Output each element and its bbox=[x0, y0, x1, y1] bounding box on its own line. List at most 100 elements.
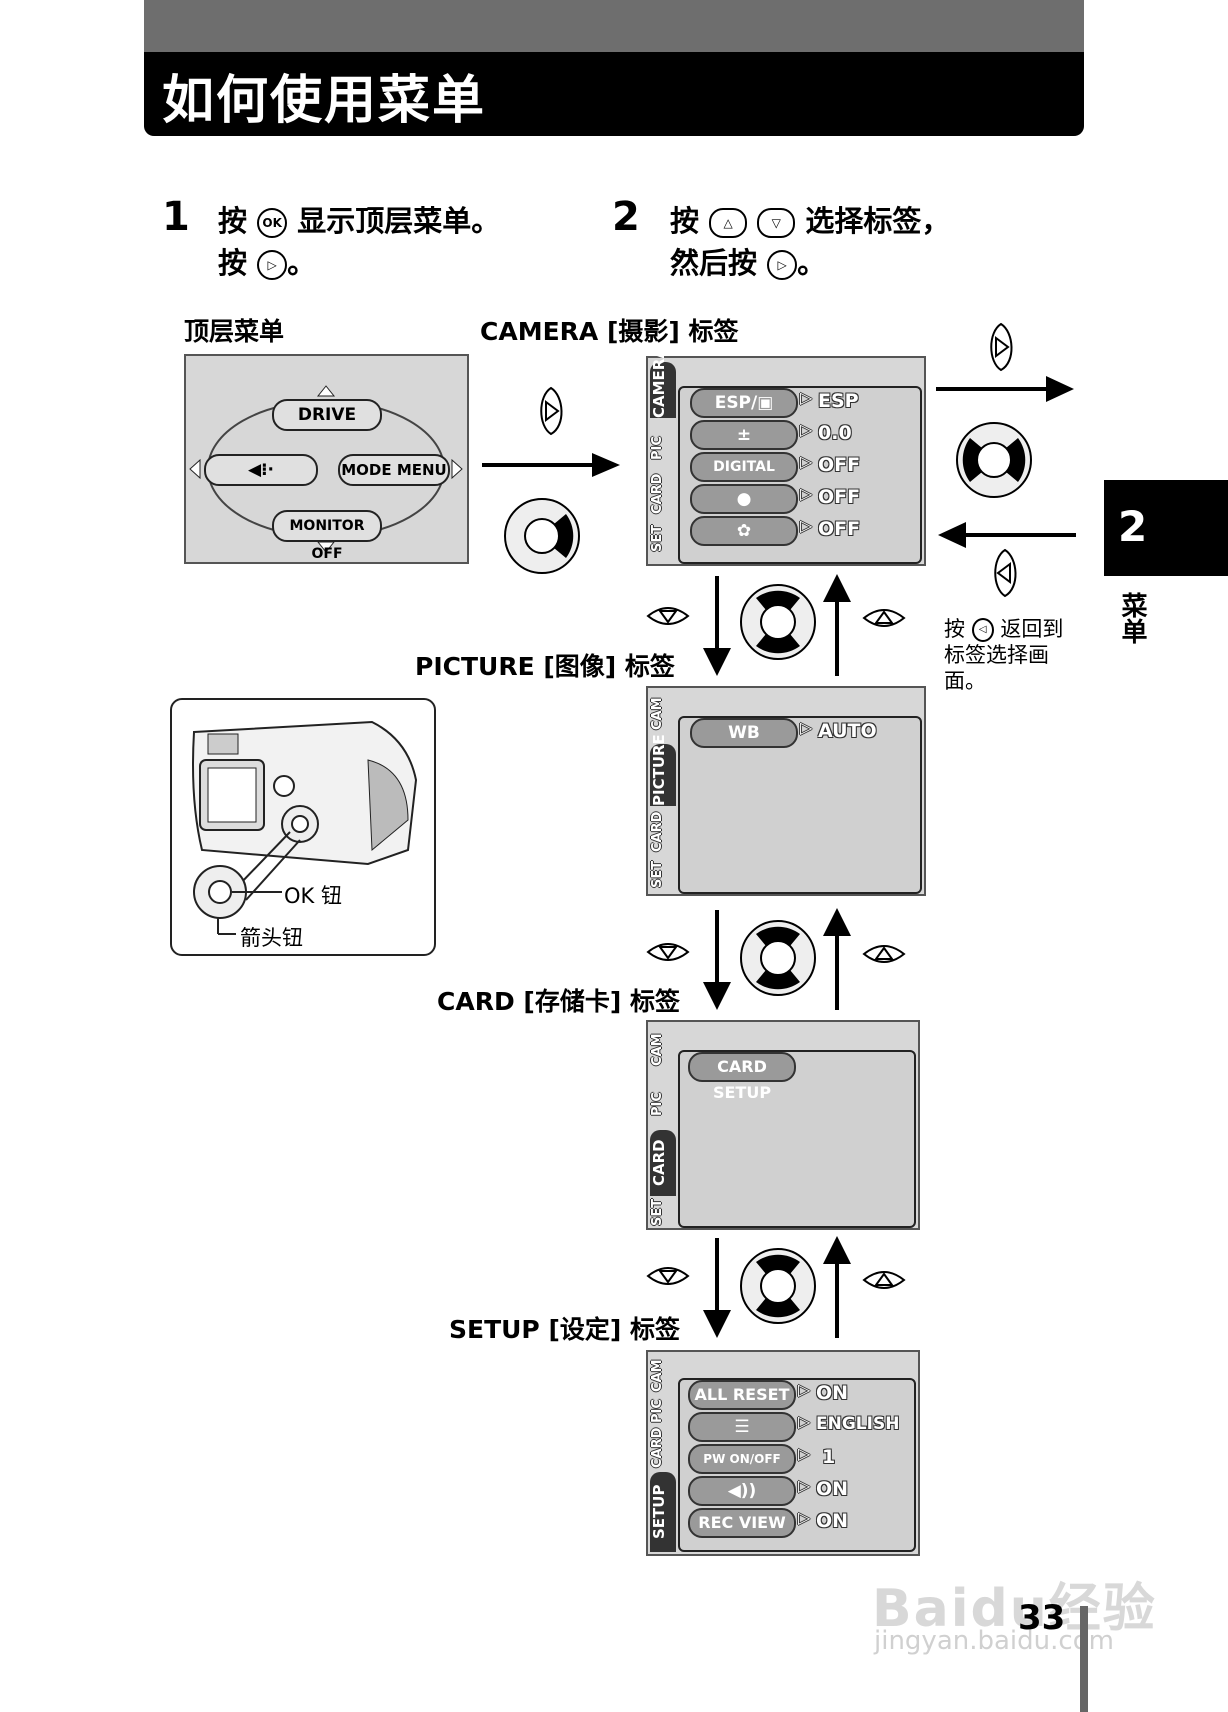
camera-illustration-box: OK 钮 箭头钮 bbox=[170, 698, 436, 956]
monitor-off-menu-item[interactable]: MONITOR OFF bbox=[272, 510, 382, 562]
setup-tab-screen: CAM PIC CARD SETUP ALL RESET ▷ ON ☰ ▷ EN… bbox=[646, 1350, 920, 1556]
tab-camera[interactable]: CAMERA bbox=[650, 347, 676, 418]
arrow-pad-callout: 箭头钮 bbox=[240, 926, 303, 950]
tab-pic[interactable]: PIC bbox=[650, 1399, 665, 1423]
sound-record-item[interactable]: ● bbox=[690, 484, 798, 514]
beep-item[interactable]: ◀)) bbox=[688, 1476, 796, 1506]
card-tab-screen: CAM PIC CARD SET CARD SETUP bbox=[646, 1020, 920, 1230]
dpad-vertical-pressed-icon bbox=[740, 920, 816, 996]
mode-arrow-menu-item[interactable]: ◀⁝· bbox=[204, 454, 318, 486]
back-note-prefix: 按 bbox=[944, 617, 965, 641]
exposure-comp-item[interactable]: ± bbox=[690, 420, 798, 450]
step1-period: 。 bbox=[287, 246, 317, 280]
beep-value: ON bbox=[816, 1478, 849, 1500]
tab-set[interactable]: SET bbox=[650, 860, 665, 888]
up-button-icon bbox=[862, 1271, 906, 1289]
header-title-bar bbox=[144, 52, 1084, 136]
chapter-number: 2 bbox=[1118, 502, 1148, 551]
rec-view-item[interactable]: REC VIEW bbox=[688, 1508, 796, 1538]
step1-number: 1 bbox=[162, 194, 190, 240]
microphone-icon: ● bbox=[736, 489, 752, 509]
all-reset-item[interactable]: ALL RESET bbox=[688, 1380, 796, 1410]
white-balance-item[interactable]: WB bbox=[690, 718, 798, 748]
arrow-right-button-icon: ▷ bbox=[257, 250, 288, 280]
language-item[interactable]: ☰ bbox=[688, 1412, 796, 1442]
tab-cam[interactable]: CAM bbox=[650, 1033, 665, 1067]
step1-show-top-menu: 显示顶层菜单。 bbox=[297, 204, 501, 238]
dpad-vertical-pressed-icon bbox=[740, 1248, 816, 1324]
page-edge-bar bbox=[1080, 1606, 1088, 1712]
arrow-to-camera-icon bbox=[482, 453, 620, 477]
super-macro-value: OFF bbox=[818, 518, 861, 540]
down-up-button-icons bbox=[646, 607, 690, 625]
back-note: 按 ◁ 返回到标签选择画面。 bbox=[944, 616, 1064, 694]
press-left-icon bbox=[988, 548, 1022, 602]
top-menu-screen: DRIVE ◀⁝· MODE MENU MONITOR OFF bbox=[184, 354, 469, 564]
dpad-right-pressed-icon bbox=[504, 498, 580, 574]
row-arrow-icon: ▷ bbox=[798, 1476, 811, 1495]
chapter-title: 菜单 bbox=[1117, 592, 1147, 644]
card-tab-label: CARD [存储卡] 标签 bbox=[437, 987, 680, 1016]
arrow-up-icon bbox=[823, 1236, 851, 1338]
tab-card[interactable]: CARD bbox=[650, 473, 665, 514]
digital-zoom-item[interactable]: DIGITAL ZOOM bbox=[690, 452, 798, 501]
row-arrow-icon: ▷ bbox=[800, 484, 813, 503]
watermark-brand: Baidu经验 bbox=[872, 1579, 1157, 1639]
tab-setup[interactable]: SETUP bbox=[650, 1472, 676, 1552]
press-right-icon bbox=[984, 322, 1018, 376]
white-balance-value: AUTO bbox=[818, 720, 877, 742]
camera-illustration bbox=[192, 720, 418, 935]
step1-instructions: 按 OK 显示顶层菜单。 按 ▷。 bbox=[218, 200, 500, 284]
row-arrow-icon: ▷ bbox=[800, 516, 813, 535]
arrow-down-icon bbox=[703, 910, 731, 1010]
tab-card[interactable]: CARD bbox=[650, 1130, 676, 1196]
picture-tab-screen: CAM PICTURE CARD SET WB ▷ AUTO bbox=[646, 686, 926, 896]
tab-set[interactable]: SET bbox=[650, 1198, 665, 1226]
arrow-left-mode-icon: ◀⁝· bbox=[248, 460, 274, 480]
row-arrow-icon: ▷ bbox=[798, 1508, 811, 1527]
arrow-back-icon bbox=[938, 522, 1076, 548]
metering-label: ESP/ bbox=[714, 393, 758, 413]
tab-set[interactable]: SET bbox=[650, 524, 665, 552]
step2-press: 按 bbox=[670, 204, 700, 238]
speaker-icon: ◀)) bbox=[727, 1481, 757, 1501]
exposure-comp-icon: ± bbox=[736, 425, 752, 445]
drive-menu-item[interactable]: DRIVE bbox=[272, 399, 382, 431]
step2-period: 。 bbox=[797, 246, 827, 280]
page-title: 如何使用菜单 bbox=[162, 71, 487, 131]
step1-press-2: 按 bbox=[218, 246, 248, 280]
tab-pic[interactable]: PIC bbox=[650, 1092, 665, 1116]
row-arrow-icon: ▷ bbox=[798, 1412, 811, 1431]
watermark-url: jingyan.baidu.com bbox=[874, 1626, 1114, 1656]
down-button-icon bbox=[646, 1267, 690, 1285]
press-right-icon bbox=[534, 386, 568, 440]
tab-cam[interactable]: CAM bbox=[650, 1359, 665, 1393]
camera-tab-label: CAMERA [摄影] 标签 bbox=[480, 317, 739, 346]
arrow-down-icon bbox=[703, 1238, 731, 1338]
arrow-down-icon bbox=[703, 576, 731, 676]
tab-card[interactable]: CARD bbox=[650, 1427, 665, 1468]
ok-button-icon: OK bbox=[257, 208, 288, 238]
dpad-right-pressed-icon bbox=[956, 422, 1032, 498]
tab-cam[interactable]: CAM bbox=[650, 697, 665, 731]
mode-menu-item[interactable]: MODE MENU bbox=[338, 454, 450, 486]
picture-tab-label: PICTURE [图像] 标签 bbox=[415, 652, 675, 681]
row-arrow-icon: ▷ bbox=[800, 452, 813, 471]
digital-zoom-value: OFF bbox=[818, 454, 861, 476]
arrow-left-button-icon: ◁ bbox=[971, 618, 994, 642]
power-on-off-setup-item[interactable]: PW ON/OFF SETUP bbox=[688, 1444, 796, 1492]
sound-record-value: OFF bbox=[818, 486, 861, 508]
page-number: 33 bbox=[1018, 1598, 1066, 1638]
card-setup-item[interactable]: CARD SETUP bbox=[688, 1052, 796, 1102]
arrow-up-button-icon: △ bbox=[709, 208, 748, 238]
language-icon: ☰ bbox=[734, 1417, 750, 1437]
tab-card[interactable]: CARD bbox=[650, 811, 665, 852]
metering-value: ESP bbox=[818, 390, 859, 412]
tab-picture[interactable]: PICTURE bbox=[650, 734, 676, 806]
arrow-right-button-icon: ▷ bbox=[767, 250, 798, 280]
super-macro-item[interactable]: ✿ bbox=[690, 516, 798, 546]
metering-item[interactable]: ESP/▣ bbox=[690, 388, 798, 418]
tab-pic[interactable]: PIC bbox=[650, 436, 665, 460]
row-arrow-icon: ▷ bbox=[798, 1380, 811, 1399]
super-macro-icon: ✿ bbox=[736, 521, 752, 541]
